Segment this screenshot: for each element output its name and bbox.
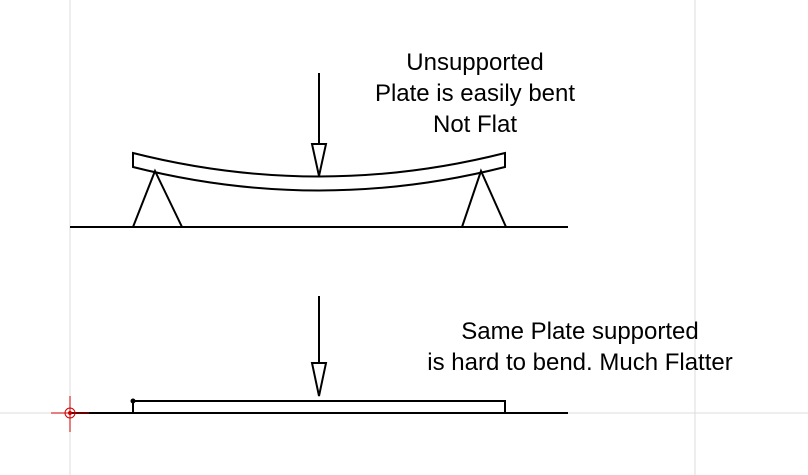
- top-load-down-arrow-icon: [310, 73, 328, 177]
- flat-plate: [132, 400, 506, 414]
- left-support-triangle-icon: [131, 168, 184, 228]
- bottom-load-down-arrow-icon: [310, 296, 328, 397]
- right-support-triangle-icon: [460, 168, 508, 228]
- unsupported-annotation: Unsupported Plate is easily bent Not Fla…: [330, 47, 620, 140]
- unsupported-plate-assembly: [70, 73, 568, 228]
- crosshair-origin-icon: [51, 396, 89, 432]
- bent-plate: [132, 151, 506, 192]
- annotation-line: Plate is easily bent: [374, 80, 576, 107]
- supported-plate-assembly: [70, 296, 568, 414]
- annotation-line: is hard to bend. Much Flatter: [427, 349, 733, 376]
- annotation-line: Not Flat: [432, 111, 518, 138]
- corner-point-marker: [130, 398, 136, 404]
- annotation-line: Same Plate supported: [461, 318, 699, 345]
- supported-annotation: Same Plate supported is hard to bend. Mu…: [380, 316, 780, 378]
- annotation-line: Unsupported: [406, 49, 544, 76]
